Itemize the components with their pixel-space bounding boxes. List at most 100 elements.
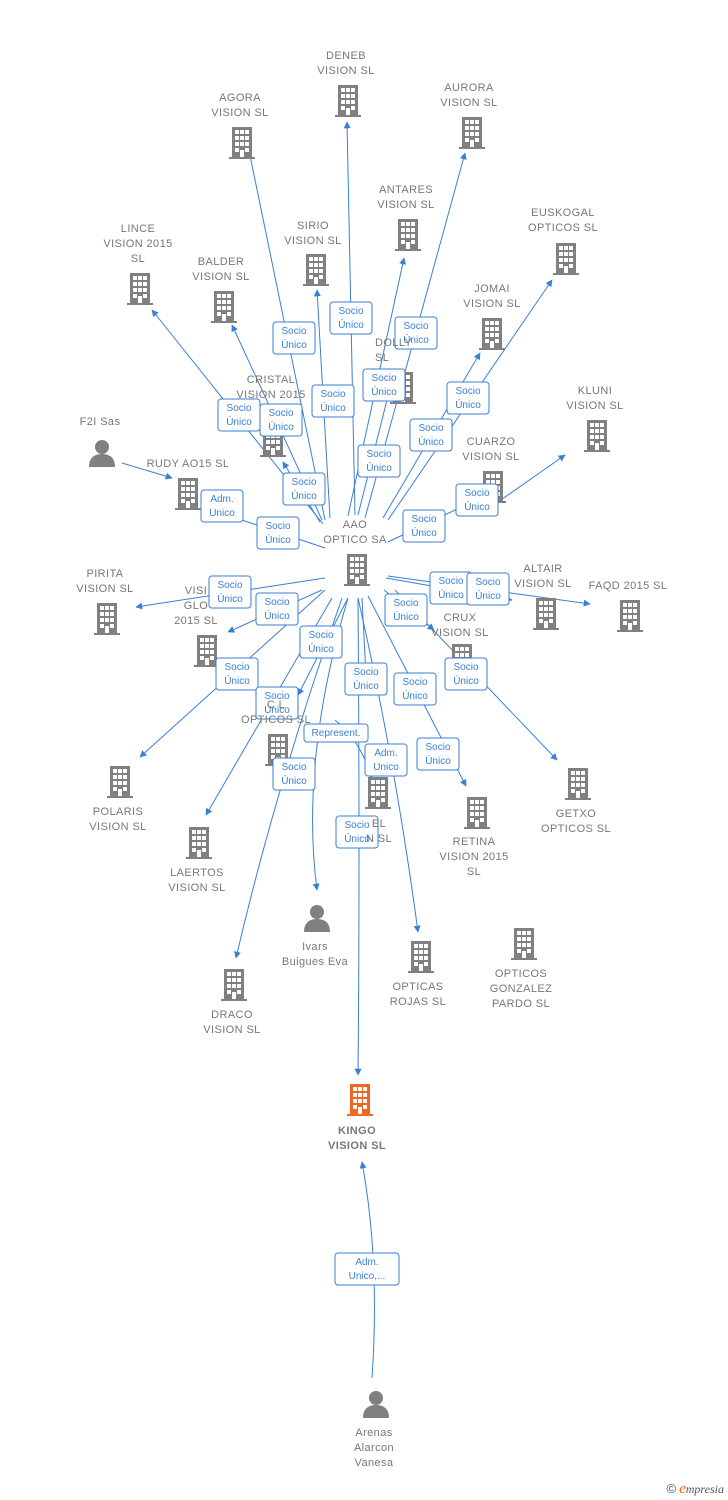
copyright-icon: ©: [666, 1481, 677, 1496]
hub-building-icon[interactable]: [344, 554, 370, 586]
kluni-building-icon[interactable]: [584, 420, 610, 452]
opticos-gonzalez-building-icon[interactable]: [511, 928, 537, 960]
main-company-building-icon[interactable]: [347, 1084, 373, 1116]
getxo-building-icon[interactable]: [565, 768, 591, 800]
jomai-building-icon[interactable]: [479, 318, 505, 350]
euskogal-building-icon[interactable]: [553, 243, 579, 275]
altair-building-icon[interactable]: [533, 598, 559, 630]
antares-building-icon[interactable]: [395, 219, 421, 251]
laertos-building-icon[interactable]: [186, 827, 212, 859]
edge-label-f2i-rudy[interactable]: Adm.Unico: [200, 489, 244, 523]
f2i-label[interactable]: F2I Sas: [80, 416, 121, 428]
rudy-building-icon[interactable]: [175, 478, 201, 510]
edge-label-text: Único: [308, 642, 334, 655]
edge-label-text: Socio: [320, 389, 345, 400]
edge-label-ivars[interactable]: Represent.: [303, 723, 369, 743]
edge-label-text: Único: [438, 588, 464, 601]
faqd-building-icon[interactable]: [617, 600, 643, 632]
f2i-person-icon[interactable]: [89, 440, 115, 467]
hidden-el-building-icon[interactable]: [365, 777, 391, 809]
aurora-building-icon[interactable]: [459, 117, 485, 149]
deneb-building-icon[interactable]: [335, 85, 361, 117]
sirio-building-icon[interactable]: [303, 254, 329, 286]
pirita-building-icon[interactable]: [94, 603, 120, 635]
arenas-person-icon[interactable]: [363, 1391, 389, 1418]
edge-label-arenas[interactable]: Adm.Unico,...: [334, 1252, 400, 1286]
retina-building-icon[interactable]: [464, 797, 490, 829]
edge-label-text: Socio: [265, 521, 290, 532]
edge-label-text: Socio: [281, 762, 306, 773]
edge-label-ivars-el[interactable]: Adm.Unico: [364, 743, 408, 777]
balder-building-icon[interactable]: [211, 291, 237, 323]
agora-building-icon[interactable]: [229, 127, 255, 159]
edge-label-text: Socio: [224, 662, 249, 673]
lince-building-icon[interactable]: [127, 273, 153, 305]
polaris-building-icon[interactable]: [107, 766, 133, 798]
opticas-rojas-building-icon[interactable]: [408, 941, 434, 973]
edge-label-text: Socio: [308, 630, 333, 641]
faqd-label[interactable]: FAQD 2015 SL: [589, 580, 668, 592]
draco-building-icon[interactable]: [221, 969, 247, 1001]
ivars-person-icon[interactable]: [304, 905, 330, 932]
rudy-label[interactable]: RUDY AO15 SL: [147, 458, 230, 470]
